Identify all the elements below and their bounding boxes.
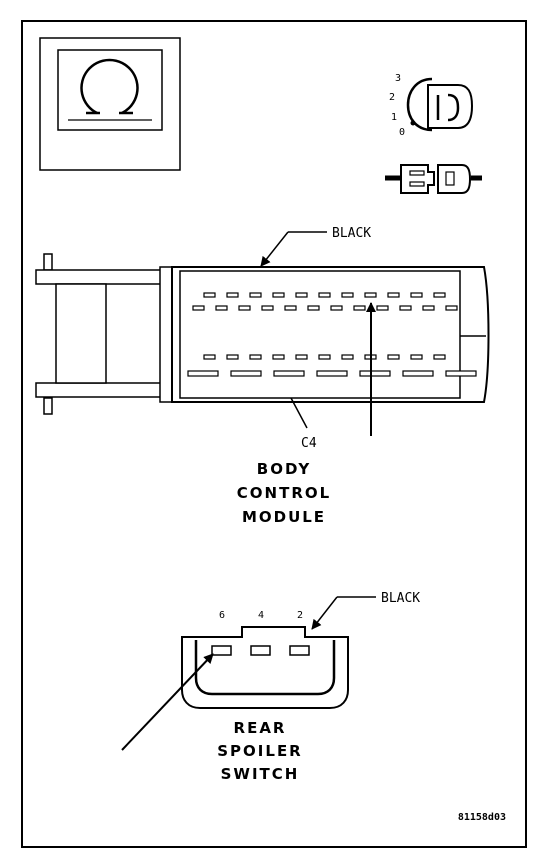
bcm-pin-cavity: [353, 305, 366, 311]
switch-wire-color-label: BLACK: [381, 591, 420, 606]
bcm-pin-cavity: [341, 292, 354, 298]
ohmmeter-icon: [39, 37, 181, 171]
bcm-pin-cavity: [226, 354, 239, 360]
switch-name-line-1: REAR: [234, 719, 287, 737]
bcm-pin-cavity: [359, 370, 391, 377]
bcm-pin-cavity: [341, 354, 354, 360]
figure-code: 81158d03: [458, 812, 506, 823]
ignition-position-2: 2: [389, 92, 395, 103]
bcm-pin-cavity: [295, 354, 308, 360]
bcm-pin-cavity: [376, 305, 389, 311]
bcm-pin-cavity: [272, 292, 285, 298]
bcm-pin-cavity: [445, 370, 477, 377]
bcm-name-line-3: MODULE: [242, 508, 326, 526]
bcm-pin-cavity: [318, 292, 331, 298]
bcm-connector: [35, 253, 490, 415]
bcm-pin-cavity: [316, 370, 348, 377]
bcm-pin-cavity: [284, 305, 297, 311]
switch-probe-arrow: [121, 653, 214, 751]
bcm-pin-cavity: [410, 354, 423, 360]
bcm-pin-cavity: [261, 305, 274, 311]
ignition-position-3: 3: [395, 73, 401, 84]
bcm-wire-color-label: BLACK: [332, 226, 371, 241]
bcm-pin-cavity: [364, 292, 377, 298]
ignition-position-0: 0: [399, 127, 405, 138]
bcm-pin-cavity: [387, 292, 400, 298]
bcm-pin-cavity: [272, 354, 285, 360]
bcm-pin-cavity: [433, 354, 446, 360]
switch-pin-label-4: 4: [258, 610, 264, 621]
bcm-pin-cavity: [330, 305, 343, 311]
bcm-pin-cavity: [230, 370, 262, 377]
bcm-pin-cavity: [215, 305, 228, 311]
bcm-pin-cavity: [249, 354, 262, 360]
ignition-position-1: 1: [391, 112, 397, 123]
switch-connector: [181, 626, 349, 709]
bcm-pin-cavities: [187, 292, 477, 377]
switch-name-line-3: SWITCH: [221, 765, 300, 783]
bcm-pin-cavity: [203, 292, 216, 298]
bcm-pin-cavity: [399, 305, 412, 311]
bcm-pin-cavity: [402, 370, 434, 377]
bcm-pin-cavity: [226, 292, 239, 298]
connector-icon: [385, 164, 482, 194]
bcm-pin-cavity: [433, 292, 446, 298]
bcm-pin-cavity: [307, 305, 320, 311]
switch-pin-label-6: 6: [219, 610, 225, 621]
bcm-pin-cavity: [318, 354, 331, 360]
bcm-name-line-2: CONTROL: [237, 484, 331, 502]
figure-frame: [21, 20, 527, 848]
bcm-pin-cavity: [187, 370, 219, 377]
bcm-pin-cavity: [249, 292, 262, 298]
bcm-pin-cavity: [410, 292, 423, 298]
bcm-pin-cavity: [387, 354, 400, 360]
switch-pin-4: [250, 645, 271, 656]
switch-name-line-2: SPOILER: [217, 742, 302, 760]
bcm-pin-cavity: [273, 370, 305, 377]
bcm-pin-cavity: [203, 354, 216, 360]
bcm-pin-cavity: [295, 292, 308, 298]
bcm-pin-cavity: [192, 305, 205, 311]
switch-pin-6: [211, 645, 232, 656]
ignition-key-icon: 3 2 1 0: [389, 73, 474, 138]
switch-pin-2: [289, 645, 310, 656]
bcm-pin-cavity: [445, 305, 458, 311]
bcm-name-line-1: BODY: [257, 460, 311, 478]
switch-pin-label-2: 2: [297, 610, 303, 621]
bcm-pin-cavity: [238, 305, 251, 311]
bcm-pin-cavity: [422, 305, 435, 311]
bcm-connector-id: C4: [301, 436, 317, 451]
